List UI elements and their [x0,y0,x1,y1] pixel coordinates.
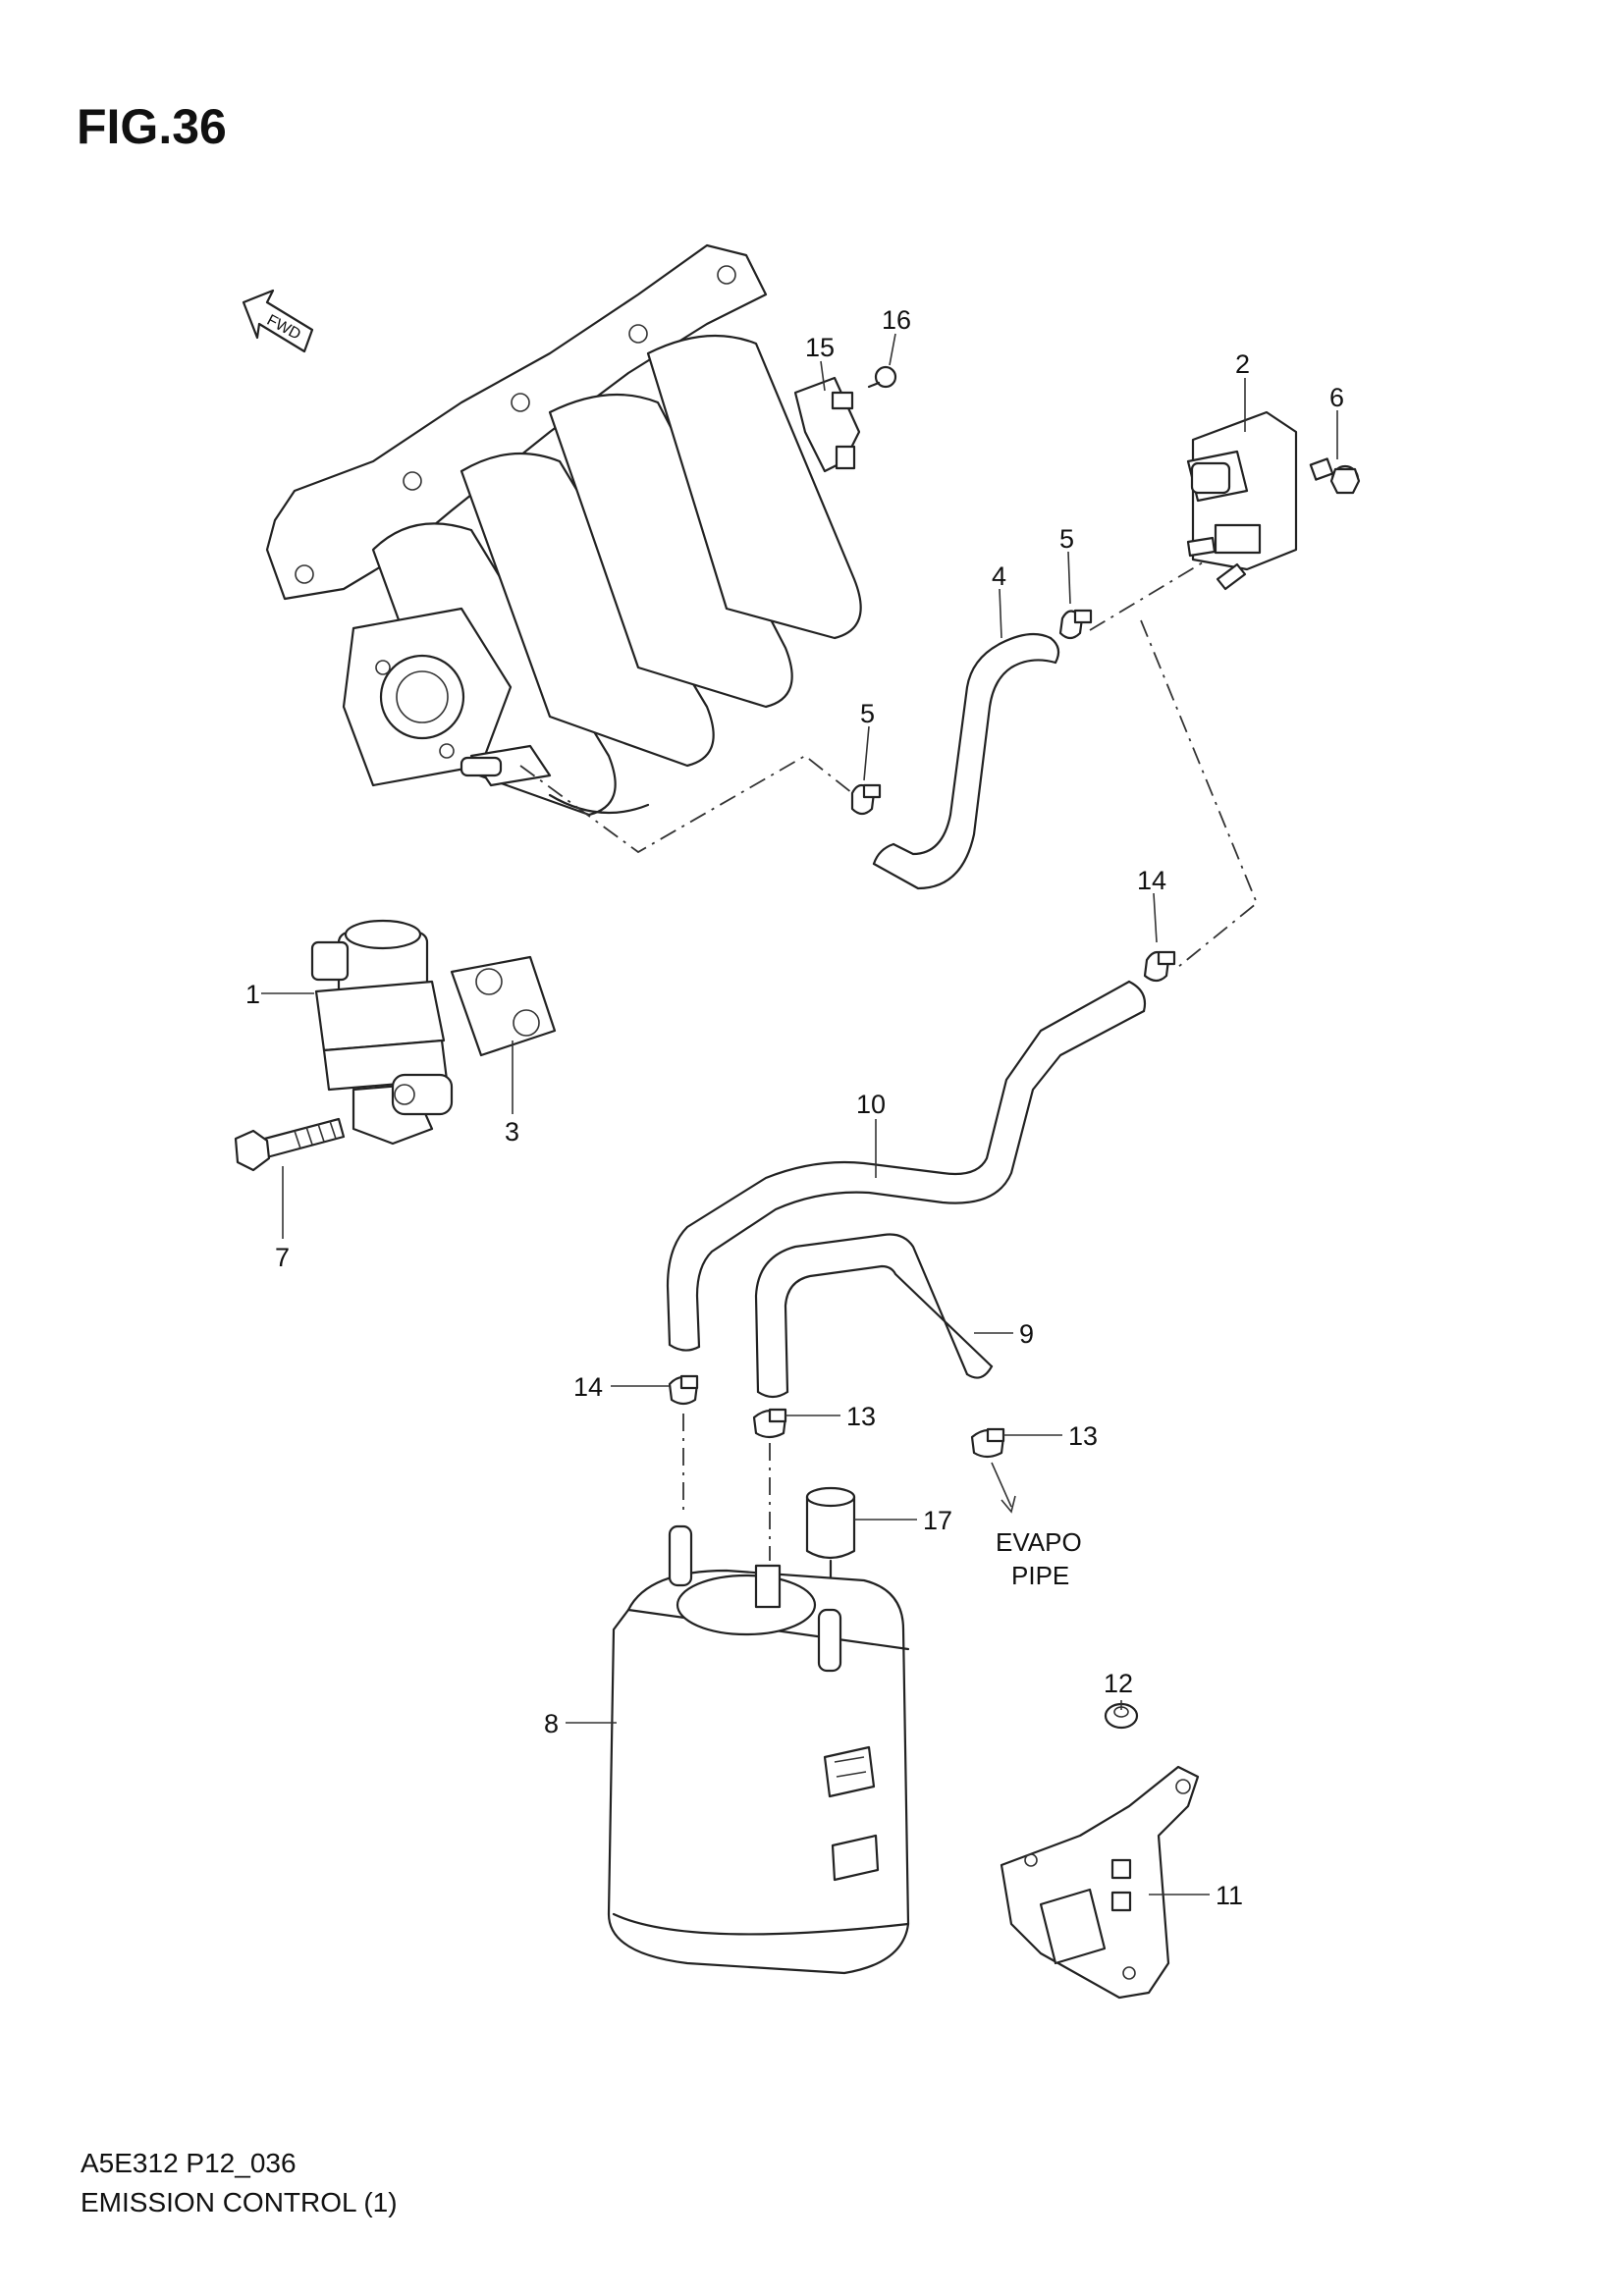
callout-5-upper: 5 [1059,524,1074,554]
bolt-6 [1309,457,1361,495]
callout-8: 8 [544,1709,559,1738]
canister-8 [607,1524,910,1975]
evapo-label-line1: EVAPO [996,1527,1082,1557]
callout-3: 3 [505,1117,519,1147]
hose-4 [872,632,1060,890]
filter-17 [805,1486,856,1612]
figure-code: A5E312 P12_036 [81,2148,297,2178]
leader-14-upper [1153,892,1158,943]
clamp-5-lower [850,783,882,816]
callout-6: 6 [1329,383,1344,412]
callout-16: 16 [882,305,911,335]
callout-14-upper: 14 [1137,866,1166,895]
callout-14-lower: 14 [573,1372,603,1402]
connection-line-manifold-to-clamp [519,754,853,854]
callout-9: 9 [1019,1319,1034,1349]
callout-1: 1 [245,980,260,1009]
connection-line-valve-to-hose10 [1140,619,1259,968]
intake-manifold [265,243,862,817]
hose-10 [666,980,1147,1352]
callout-12: 12 [1104,1669,1133,1698]
callout-10: 10 [856,1090,886,1119]
callout-2: 2 [1235,349,1250,379]
connection-line-upper [1089,559,1209,631]
leader-5-upper [1067,551,1071,605]
callout-13-right: 13 [1068,1421,1098,1451]
vsv-valve-2 [1186,410,1298,591]
leader-16 [889,333,896,366]
bolt-7 [234,1117,346,1172]
callout-15: 15 [805,333,835,362]
clamp-5-upper [1058,609,1093,640]
bracket-11 [1000,1765,1200,2000]
evapo-label-line2: PIPE [1011,1561,1069,1590]
bolt-16 [867,365,897,389]
fwd-arrow-icon: FWD [242,289,314,353]
evapo-pipe-arrow-icon [991,1462,1016,1514]
leader-4 [999,588,1002,639]
leader-5-lower [863,725,870,781]
sensor-15 [793,376,861,473]
leader-15 [820,360,826,392]
gasket-3 [450,955,557,1057]
callout-11: 11 [1216,1881,1243,1910]
callout-4: 4 [992,561,1006,591]
figure-name: EMISSION CONTROL (1) [81,2187,398,2217]
clamp-13-left [752,1408,787,1439]
hose-9 [754,1233,994,1399]
figure-title: FIG.36 [77,99,227,154]
clamp-13-right [970,1427,1005,1459]
callout-7: 7 [275,1243,290,1272]
egr-valve-1 [310,919,454,1146]
callout-5-lower: 5 [860,699,875,728]
clamp-14-lower [668,1374,699,1406]
callout-17: 17 [923,1506,952,1535]
callout-13-left: 13 [846,1402,876,1431]
clamp-14-upper [1143,950,1176,983]
